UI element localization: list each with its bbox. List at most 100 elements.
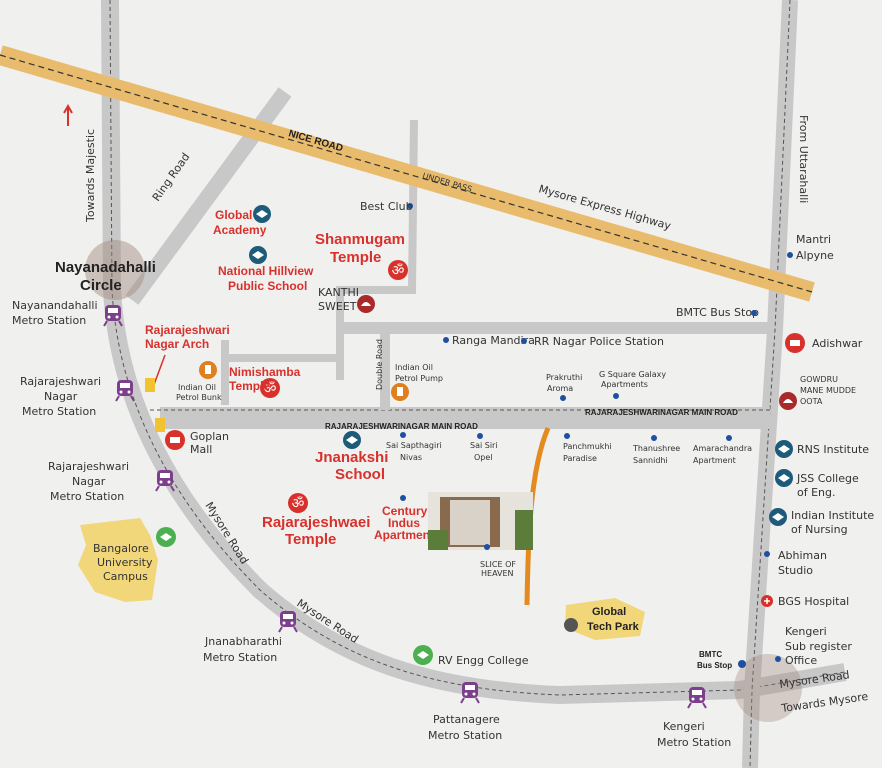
from-uttarahalli-label: From Uttarahalli (797, 115, 810, 203)
main-road-label-2: RAJARAJESHWARINAGAR MAIN ROAD (585, 408, 738, 417)
metro-icon (278, 610, 298, 633)
bgs-hospital[interactable]: BGS Hospital (761, 595, 849, 608)
map-label: RR Nagar Police Station (534, 335, 664, 348)
bmtc-bus-stop-top[interactable]: BMTC Bus Stop (676, 306, 759, 319)
north-arrow-icon (63, 103, 73, 126)
nayanadahalli-circle-marker (85, 240, 145, 300)
main-road-label-1: RAJARAJESHWARINAGAR MAIN ROAD (325, 422, 478, 431)
metro-icon (687, 686, 707, 709)
rns-institute[interactable]: RNS Institute (775, 440, 869, 458)
best-club[interactable]: Best Club (360, 200, 413, 213)
map-label: Best Club (360, 200, 413, 213)
map-label: Ranga Mandira (452, 334, 535, 347)
map-label: BMTC Bus Stop (676, 306, 759, 319)
ring-road-label: Ring Road (150, 151, 193, 204)
metro-icon (155, 469, 175, 492)
map-label: BGS Hospital (778, 595, 849, 608)
building-image (428, 492, 533, 550)
map-label: RV Engg College (438, 654, 529, 667)
rv-engg-college[interactable]: RV Engg College (413, 645, 529, 667)
rr-nagar-police-station[interactable]: RR Nagar Police Station (521, 335, 664, 348)
metro-icon (460, 681, 480, 704)
map-label: Adishwar (812, 337, 863, 350)
kengeri-junction-marker (734, 654, 802, 722)
map-label: RNS Institute (797, 443, 869, 456)
double-road-label: Double Road (375, 339, 384, 390)
ranga-mandira[interactable]: Ranga Mandira (443, 334, 535, 347)
adishwar[interactable]: Adishwar (785, 333, 863, 353)
